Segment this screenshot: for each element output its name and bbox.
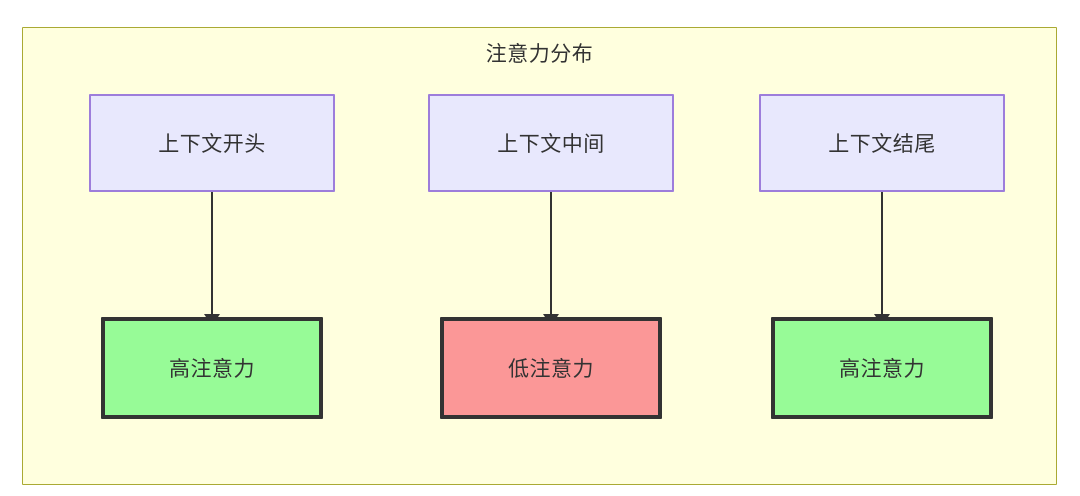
node-label: 上下文开头	[158, 133, 266, 156]
node-attention-start[interactable]: 高注意力	[101, 317, 323, 419]
node-label: 低注意力	[508, 358, 594, 381]
node-attention-end[interactable]: 高注意力	[771, 317, 993, 419]
attention-distribution-cluster: 注意力分布 上下文开头 上下文中间 上下文结尾 高注意力 低注意力 高注意力	[22, 27, 1057, 485]
node-label: 上下文中间	[497, 133, 605, 156]
edge-context-middle-to-attention-line	[550, 192, 552, 316]
node-context-end[interactable]: 上下文结尾	[759, 94, 1005, 192]
node-attention-middle[interactable]: 低注意力	[440, 317, 662, 419]
cluster-title: 注意力分布	[485, 43, 594, 66]
node-label: 高注意力	[839, 358, 925, 381]
node-context-middle[interactable]: 上下文中间	[428, 94, 674, 192]
node-label: 上下文结尾	[828, 133, 936, 156]
edge-context-start-to-attention-line	[211, 192, 213, 316]
node-context-start[interactable]: 上下文开头	[89, 94, 335, 192]
node-label: 高注意力	[169, 358, 255, 381]
edge-context-end-to-attention-line	[881, 192, 883, 316]
